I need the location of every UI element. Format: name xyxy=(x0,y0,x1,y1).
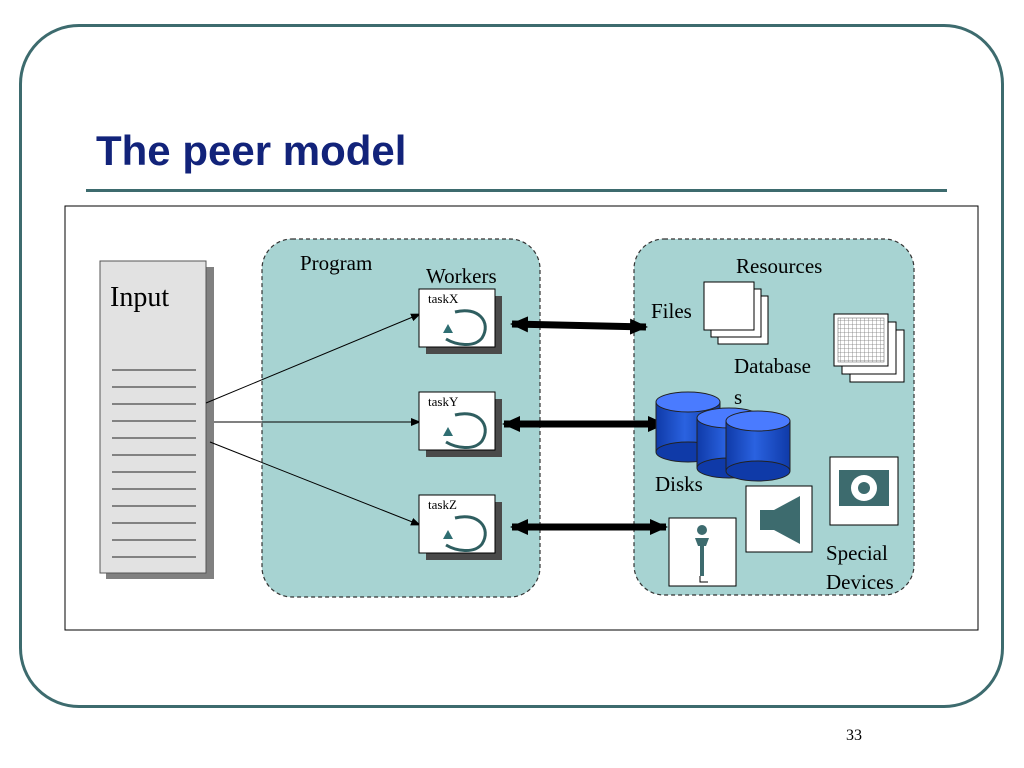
databases-label-line1: Database xyxy=(734,354,811,378)
files-icon xyxy=(703,281,769,345)
disks-label: Disks xyxy=(655,472,703,496)
resources-label: Resources xyxy=(736,254,822,278)
info-kiosk-icon xyxy=(668,517,737,587)
slide-frame xyxy=(19,24,1004,708)
title-underline xyxy=(86,189,947,192)
input-arrow-taskx xyxy=(205,313,421,404)
task-cycle-icon xyxy=(445,309,487,346)
worker-tasky: taskY xyxy=(418,391,502,457)
special-devices-label-line1: Special xyxy=(826,541,888,565)
input-arrow-taskz xyxy=(209,441,421,526)
slide-title: The peer model xyxy=(96,127,407,174)
databases-icon xyxy=(833,313,905,383)
databases-label-line2: s xyxy=(734,385,742,409)
task-label: taskZ xyxy=(428,497,457,512)
task-label: taskY xyxy=(428,394,459,409)
camera-icon xyxy=(829,456,899,526)
disks-icon xyxy=(655,391,791,482)
files-label: Files xyxy=(651,299,692,323)
page-number: 33 xyxy=(846,727,862,744)
input-label: Input xyxy=(110,282,169,313)
worker-taskz: taskZ xyxy=(418,494,502,560)
taskx-resources-arrow xyxy=(510,316,648,335)
worker-taskx: taskX xyxy=(418,288,502,354)
special-devices-label-line2: Devices xyxy=(826,570,894,594)
task-label: taskX xyxy=(428,291,459,306)
program-label: Program xyxy=(300,251,372,275)
input-document: Input xyxy=(99,260,214,579)
task-cycle-icon xyxy=(445,412,487,449)
task-cycle-icon xyxy=(445,515,487,552)
workers-label: Workers xyxy=(426,264,497,288)
disk-3 xyxy=(725,410,791,482)
speaker-icon xyxy=(745,485,813,553)
